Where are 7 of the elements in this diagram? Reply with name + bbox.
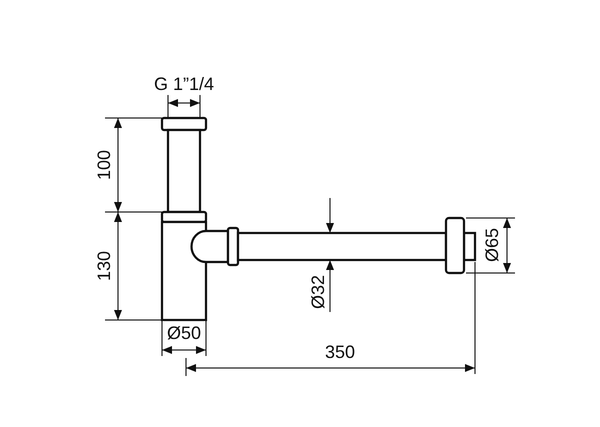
dimension-label: 130: [95, 250, 113, 282]
dimension-label: Ø65: [483, 228, 501, 262]
dimension-label: G 1”1/4: [154, 75, 214, 93]
dimension-label: Ø50: [166, 324, 202, 342]
dimension-label: 350: [324, 343, 356, 361]
dimension-label: 100: [95, 150, 113, 180]
dimension-label: Ø32: [309, 274, 327, 310]
